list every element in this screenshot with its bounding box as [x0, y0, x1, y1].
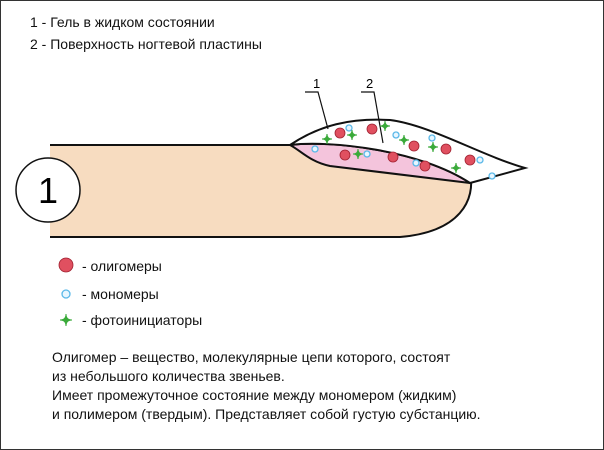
photoinitiator-icon — [450, 162, 462, 174]
monomer-icon — [392, 131, 400, 139]
monomer-icon — [363, 150, 371, 158]
oligomer-icon — [408, 140, 420, 152]
monomer-icon — [428, 134, 436, 142]
legend-line-1: 1 - Гель в жидком состоянии — [30, 14, 215, 30]
monomer-icon — [412, 159, 420, 167]
legend-oligomers: - олигомеры — [82, 258, 162, 274]
figure-number: 1 — [38, 170, 58, 211]
description-line: из небольшого количества звеньев. — [52, 368, 285, 384]
legend-photoinitiators: - фотоинициаторы — [82, 312, 203, 328]
description-line: Имеет промежуточное состояние между моно… — [52, 387, 457, 403]
description-line: и полимером (твердым). Представляет собо… — [52, 406, 481, 422]
oligomer-icon — [334, 127, 346, 139]
description-line: Олигомер – вещество, молекулярные цепи к… — [52, 349, 451, 365]
monomer-icon — [311, 145, 319, 153]
oligomer-icon — [366, 123, 378, 135]
photoinitiator-icon — [346, 129, 358, 141]
oligomer-icon — [440, 143, 452, 155]
oligomer-icon — [387, 151, 399, 163]
oligomer-icon — [419, 160, 431, 172]
monomer-icon — [488, 172, 496, 180]
oligomer-icon — [464, 154, 476, 166]
legend-line-2: 2 - Поверхность ногтевой пластины — [30, 36, 262, 52]
legend-monomers: - мономеры — [82, 286, 159, 302]
monomer-icon — [345, 124, 353, 132]
oligomer-icon — [58, 257, 74, 273]
photoinitiator-icon — [352, 148, 364, 160]
photoinitiator-icon — [379, 120, 391, 132]
callout-1: 1 — [313, 76, 320, 91]
photoinitiator-icon — [321, 133, 333, 145]
photoinitiator-icon — [427, 141, 439, 153]
monomer-icon — [476, 156, 484, 164]
description: Олигомер – вещество, молекулярные цепи к… — [52, 348, 481, 424]
photoinitiator-icon — [398, 134, 410, 146]
photoinitiator-icon — [59, 313, 73, 327]
callout-2: 2 — [366, 76, 373, 91]
monomer-icon — [61, 289, 71, 299]
figure-circle — [15, 157, 81, 223]
oligomer-icon — [339, 149, 351, 161]
